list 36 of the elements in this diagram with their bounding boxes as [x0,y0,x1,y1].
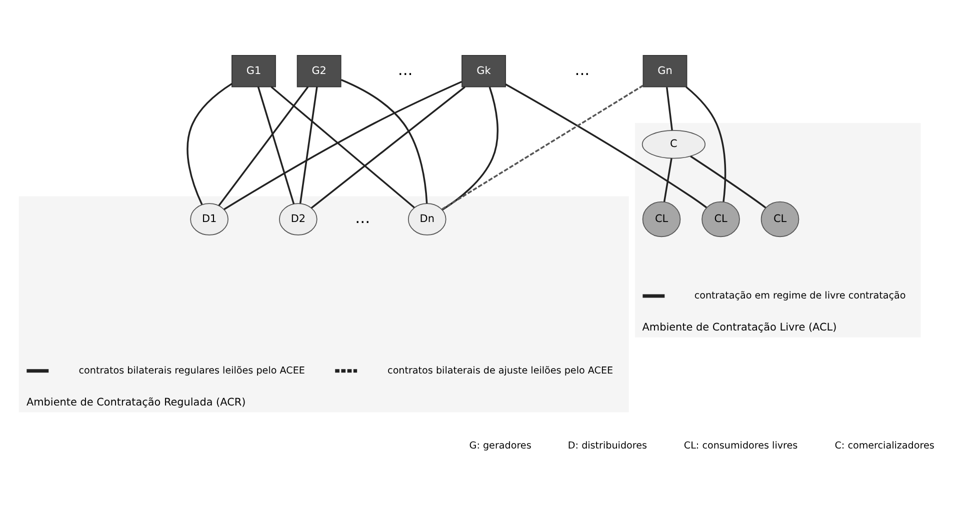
connector [340,78,428,203]
node-ellipse: D2 [279,202,318,235]
label: ... [355,208,370,227]
connector [257,86,295,204]
label: ... [574,60,590,79]
label: ... [398,60,413,79]
legend-label: contratos bilaterais de ajuste leilões pelo ACEE [388,364,614,376]
connector [666,86,673,130]
connector [299,86,318,204]
label: G: geradores [469,440,532,451]
node-ellipse: Dn [408,202,446,235]
connector [663,158,672,202]
node-box: Gn [642,54,688,87]
node-box: Gk [462,54,506,87]
label: CL: consumidores livres [684,440,798,451]
node-ellipse: C [642,129,706,158]
label: D: distribuidores [568,440,648,451]
connector [186,82,232,204]
node-ellipse: D1 [190,202,228,235]
connector [270,86,415,208]
legend-label: contratação em regime de livre contratação [694,290,906,301]
connector [310,86,466,208]
node-circle: CL [760,200,800,237]
connector [224,80,462,210]
connector [441,84,644,210]
connector [690,155,766,208]
legend-label: contratos bilaterais regulares leilões pelo ACEE [78,364,305,376]
connector [218,86,309,206]
connector [442,86,498,210]
node-circle: CL [702,200,740,237]
connector [505,83,707,208]
node-circle: CL [642,200,681,237]
label: C: comercializadores [834,440,934,451]
node-box: G1 [232,54,276,87]
node-box: G2 [296,54,342,87]
connector [686,86,726,202]
